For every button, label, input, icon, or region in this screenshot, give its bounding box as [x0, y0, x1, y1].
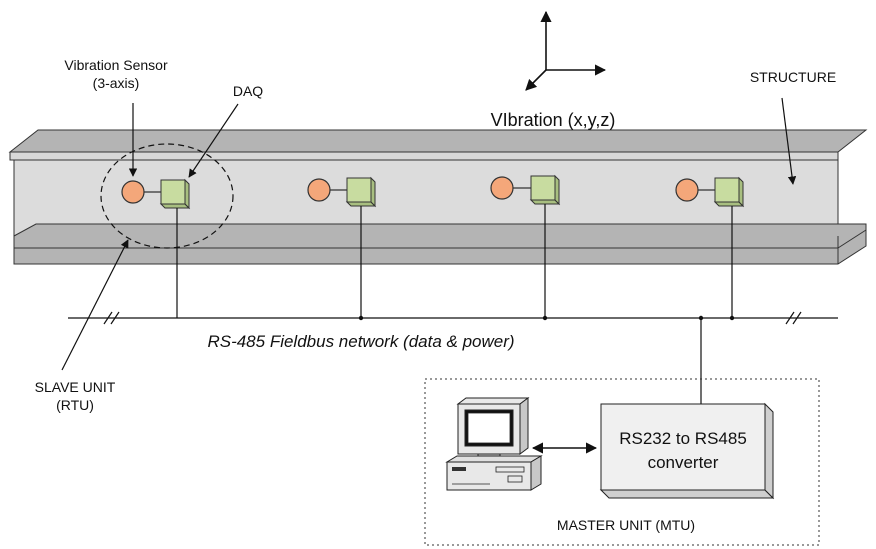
slave-unit-label-sub: (RTU) — [56, 397, 94, 413]
beam-top-flange-edge — [9, 151, 839, 161]
converter-label: RS232 to RS485 — [619, 429, 747, 448]
line-break-mark — [785, 311, 795, 325]
sensor-node-2 — [307, 176, 377, 321]
vibration-sensor — [490, 176, 514, 200]
vibration-sensor-label: Vibration Sensor — [64, 57, 168, 73]
fieldbus-network — [68, 311, 838, 404]
daq-callout-arrow — [188, 103, 239, 178]
line-break-mark — [103, 311, 113, 325]
sensor-node-1 — [121, 178, 191, 318]
slave-unit-highlight — [100, 143, 234, 249]
beam-bottom-flange — [13, 223, 867, 265]
vibration-sensor-label-sub: (3-axis) — [93, 75, 140, 91]
vibration-axes-icon — [525, 10, 607, 91]
sensor-node-4 — [675, 176, 745, 321]
beam-web — [13, 159, 839, 237]
slave-unit-callout-arrow — [61, 239, 129, 371]
daq-label: DAQ — [233, 83, 263, 99]
beam-top-flange — [8, 129, 868, 153]
vibration-sensor — [307, 178, 331, 202]
computer-icon — [445, 397, 543, 491]
structure-label: STRUCTURE — [750, 69, 836, 85]
vibration-sensor — [675, 178, 699, 202]
master-unit-boundary — [424, 378, 820, 546]
vibration-axes-label: VIbration (x,y,z) — [491, 110, 616, 130]
daq-box — [713, 176, 745, 208]
daq-box — [345, 176, 377, 208]
master-unit-label: MASTER UNIT (MTU) — [557, 517, 695, 533]
structure-beam — [8, 129, 868, 265]
converter-label-sub: converter — [648, 453, 719, 472]
structure-callout-arrow — [781, 97, 797, 185]
vibration-sensor — [121, 180, 145, 204]
network-label: RS-485 Fieldbus network (data & power) — [207, 332, 514, 351]
daq-box — [159, 178, 191, 210]
converter-box — [599, 402, 775, 500]
slave-unit-label: SLAVE UNIT — [35, 379, 116, 395]
daq-box — [529, 174, 561, 206]
